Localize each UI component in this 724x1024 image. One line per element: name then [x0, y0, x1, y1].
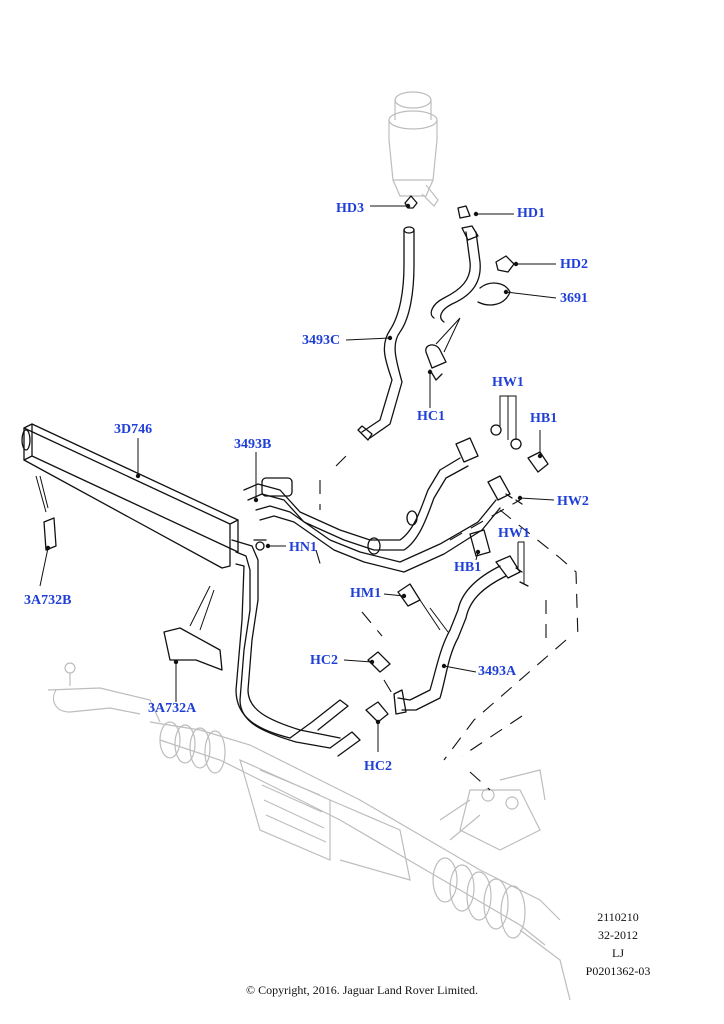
callout-hn1[interactable]: HN1	[289, 540, 317, 555]
callout-hc2-bottom[interactable]: HC2	[364, 759, 392, 774]
copyright-notice: © Copyright, 2016. Jaguar Land Rover Lim…	[245, 983, 479, 997]
callout-3493b[interactable]: 3493B	[234, 437, 272, 452]
reference-stamp: 2110210 32-2012 LJ P0201362-03	[576, 908, 660, 980]
callout-hd2[interactable]: HD2	[560, 257, 588, 272]
callout-3691[interactable]: 3691	[560, 291, 588, 306]
callout-hc1[interactable]: HC1	[417, 409, 445, 424]
reservoir-ghost	[388, 91, 439, 207]
stamp-line-2: 32-2012	[598, 928, 638, 942]
callout-hb1-left[interactable]: HB1	[454, 560, 482, 575]
leader-dots	[45, 203, 543, 725]
dashed-guides	[315, 449, 579, 791]
callout-hm1[interactable]: HM1	[350, 586, 382, 601]
leader-lines	[35, 205, 557, 752]
callout-hw1-top[interactable]: HW1	[492, 375, 524, 390]
callout-hd3[interactable]: HD3	[336, 201, 364, 216]
stamp-line-1: 2110210	[597, 910, 639, 924]
callout-3493a[interactable]: 3493A	[478, 664, 517, 679]
callout-hd1[interactable]: HD1	[517, 206, 545, 221]
callout-hc2-left[interactable]: HC2	[310, 653, 338, 668]
stamp-line-4: P0201362-03	[585, 964, 651, 978]
callout-hw1-mid[interactable]: HW1	[498, 526, 530, 541]
callout-hb1-right[interactable]: HB1	[530, 411, 558, 426]
callout-3493c[interactable]: 3493C	[302, 333, 341, 348]
callout-3a732b[interactable]: 3A732B	[24, 593, 72, 608]
callout-3a732a[interactable]: 3A732A	[148, 701, 197, 716]
callout-hw2[interactable]: HW2	[557, 494, 589, 509]
stamp-line-3: LJ	[612, 946, 624, 960]
callout-3d746[interactable]: 3D746	[114, 422, 153, 437]
steering-rack-ghost	[47, 662, 571, 1001]
pipework	[21, 195, 549, 757]
